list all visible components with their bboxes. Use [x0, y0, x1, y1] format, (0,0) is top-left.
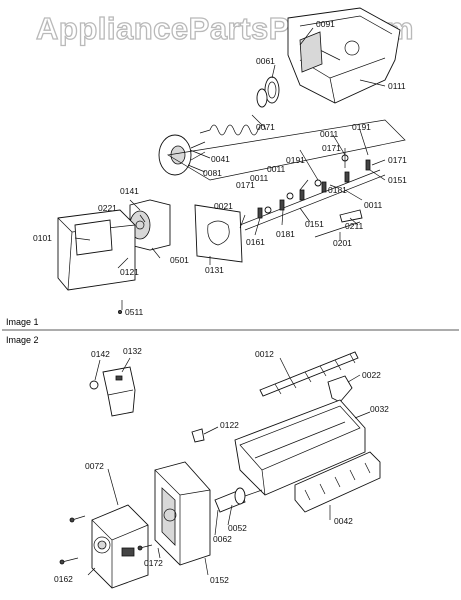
part-label: 0022 [362, 370, 381, 380]
labels-image2: 0142 0132 0012 0022 0032 0122 0072 0042 … [54, 346, 389, 585]
module-0072 [91, 504, 149, 589]
part-label: 0011 [267, 164, 286, 174]
screw-0511 [118, 309, 123, 314]
part-label: 0142 [91, 349, 110, 359]
part-label: 0201 [333, 238, 352, 248]
part-label: 0172 [144, 558, 163, 568]
part-label: 0171 [388, 155, 407, 165]
auger-0041 [158, 134, 206, 176]
cover-0101 [57, 209, 136, 291]
part-label: 0012 [255, 349, 274, 359]
housing-0111 [287, 7, 401, 104]
part-label: 0021 [214, 201, 233, 211]
part-label: 0501 [170, 255, 189, 265]
part-label: 0191 [286, 155, 305, 165]
motor-0141 [129, 199, 171, 251]
part-label: 0072 [85, 461, 104, 471]
part-label: 0011 [250, 173, 269, 183]
part-label: 0011 [364, 200, 383, 210]
part-label: 0101 [33, 233, 52, 243]
tray-0032 [234, 399, 366, 496]
part-label: 0032 [370, 404, 389, 414]
part-label: 0181 [328, 185, 347, 195]
part-label: 0071 [256, 122, 275, 132]
part-label: 0151 [388, 175, 407, 185]
part-label: 0111 [388, 81, 406, 91]
section-title-image2: Image 2 [6, 335, 39, 345]
plate-0131 [194, 204, 243, 263]
part-label: 0152 [210, 575, 229, 585]
part-label: 0221 [98, 203, 117, 213]
part-label: 0061 [256, 56, 275, 66]
part-label: 0041 [211, 154, 230, 164]
part-label: 0042 [334, 516, 353, 526]
part-label: 0511 [125, 307, 144, 317]
shaft-0052 [214, 487, 263, 513]
spring-0071 [209, 124, 267, 136]
part-label: 0171 [322, 143, 341, 153]
shaft-assembly [166, 119, 406, 238]
part-label: 0011 [320, 129, 339, 139]
ejector-0012 [259, 351, 359, 397]
screws [59, 515, 153, 565]
part-label: 0132 [123, 346, 142, 356]
image1-group [57, 7, 406, 314]
section-title-image1: Image 1 [6, 317, 39, 327]
part-label: 0211 [345, 221, 364, 231]
part-label: 0181 [276, 229, 295, 239]
part-label: 0121 [120, 267, 139, 277]
image2-group [59, 351, 381, 589]
part-label: 0162 [54, 574, 73, 584]
part-label: 0191 [352, 122, 371, 132]
cover-0042 [294, 451, 381, 513]
part-label: 0122 [220, 420, 239, 430]
clip-0022 [327, 375, 353, 403]
part-label: 0062 [213, 534, 232, 544]
part-label: 0131 [205, 265, 224, 275]
leader-lines-1 [74, 27, 386, 310]
leader-lines-2 [87, 357, 371, 576]
labels-image1: 0091 0061 0111 0071 0041 0081 0191 0011 … [33, 19, 407, 317]
part-label: 0161 [246, 237, 265, 247]
part-label: 0151 [305, 219, 324, 229]
part-0122 [191, 428, 205, 443]
ring-0061 [256, 76, 280, 108]
part-label: 0091 [316, 19, 335, 29]
part-label: 0141 [120, 186, 139, 196]
part-label: 0171 [236, 180, 255, 190]
part-label: 0081 [203, 168, 222, 178]
bracket-0132 [89, 366, 136, 417]
part-label: 0052 [228, 523, 247, 533]
housing-0152 [154, 461, 211, 566]
